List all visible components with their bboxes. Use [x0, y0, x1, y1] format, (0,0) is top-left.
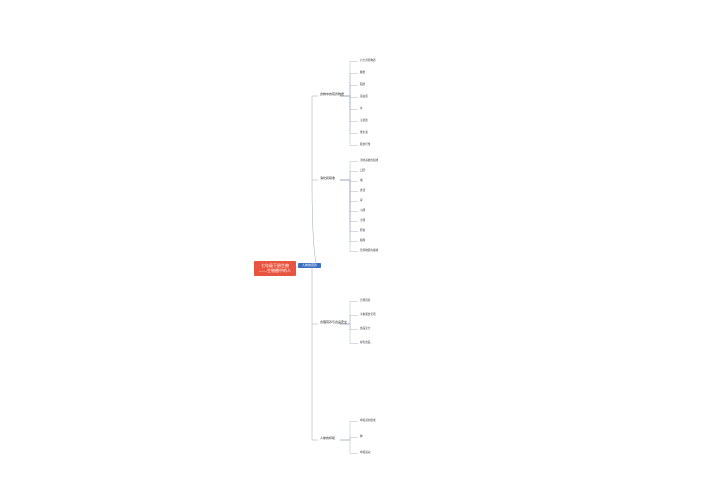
node-absorption[interactable]: 营养物质的吸收 [360, 249, 379, 252]
node-carbohydrate[interactable]: 糖类 [360, 71, 366, 74]
connector-line [340, 179, 358, 232]
node-respiratory-tract[interactable]: 呼吸道的组成 [360, 419, 376, 422]
node-water[interactable]: 水 [360, 107, 363, 110]
node-fat[interactable]: 脂肪 [360, 83, 366, 86]
node-liver[interactable]: 肝脏 [360, 229, 366, 232]
node-six-nutrients[interactable]: 六大营养物质 [360, 59, 376, 62]
node-pancreas[interactable]: 胰腺 [360, 239, 366, 242]
connector-line [340, 179, 358, 212]
connector-line [340, 439, 358, 454]
connector-line [340, 95, 358, 146]
connector-line [340, 61, 358, 97]
connector-line [340, 179, 358, 222]
node-digestive-system[interactable]: 消化系统的组成 [360, 159, 379, 162]
node-mouth[interactable]: 口腔 [360, 169, 366, 172]
node-vitamins[interactable]: 维生素 [360, 131, 368, 134]
connector-line [340, 95, 358, 122]
node-large-intestine[interactable]: 大肠 [360, 219, 366, 222]
branch-nutrition-safety[interactable]: 合理营养与食品安全 [320, 320, 348, 324]
node-balanced-nutrition[interactable]: 合理营养 [360, 299, 371, 302]
node-food-safety[interactable]: 食品安全 [360, 327, 371, 330]
connector-line [340, 323, 358, 330]
node-protein[interactable]: 蛋白质 [360, 95, 368, 98]
branch-respiration[interactable]: 人体的呼吸 [320, 436, 336, 440]
branch-digestion[interactable]: 消化和吸收 [320, 176, 336, 180]
connector-line [340, 179, 358, 192]
node-minerals[interactable]: 无机盐 [360, 119, 368, 122]
connector-line [340, 421, 358, 441]
connector-line [340, 161, 358, 181]
connector-line [340, 95, 358, 98]
connector-line [340, 437, 358, 441]
connector-line [340, 179, 358, 202]
connector-line [340, 179, 358, 242]
connector-line [340, 323, 358, 344]
connector-line [340, 171, 358, 181]
node-food-pyramid[interactable]: 平衡膳食宝塔 [360, 313, 376, 316]
hub-topic[interactable]: 人体的营养 [298, 263, 322, 268]
node-stomach[interactable]: 胃 [360, 199, 363, 202]
root-topic[interactable]: 七年级下册生物 ——生物圈中的人 [254, 261, 296, 276]
root-title-line2: ——生物圈中的人 [259, 268, 291, 274]
node-breathing-movement[interactable]: 呼吸运动 [360, 451, 371, 454]
connector-line [340, 95, 358, 110]
node-green-food[interactable]: 绿色食品 [360, 341, 371, 344]
root-title-line1: 七年级下册生物 [261, 263, 289, 268]
branch-nutrients[interactable]: 食物中的营养物质 [320, 92, 345, 96]
node-lung[interactable]: 肺 [360, 435, 363, 438]
connector-line [340, 179, 358, 252]
node-fiber[interactable]: 膳食纤维 [360, 143, 371, 146]
node-small-intestine[interactable]: 小肠 [360, 209, 366, 212]
connector-line [340, 179, 358, 182]
connector-line [340, 95, 358, 134]
node-pharynx[interactable]: 咽 [360, 179, 363, 182]
node-esophagus[interactable]: 食道 [360, 189, 366, 192]
